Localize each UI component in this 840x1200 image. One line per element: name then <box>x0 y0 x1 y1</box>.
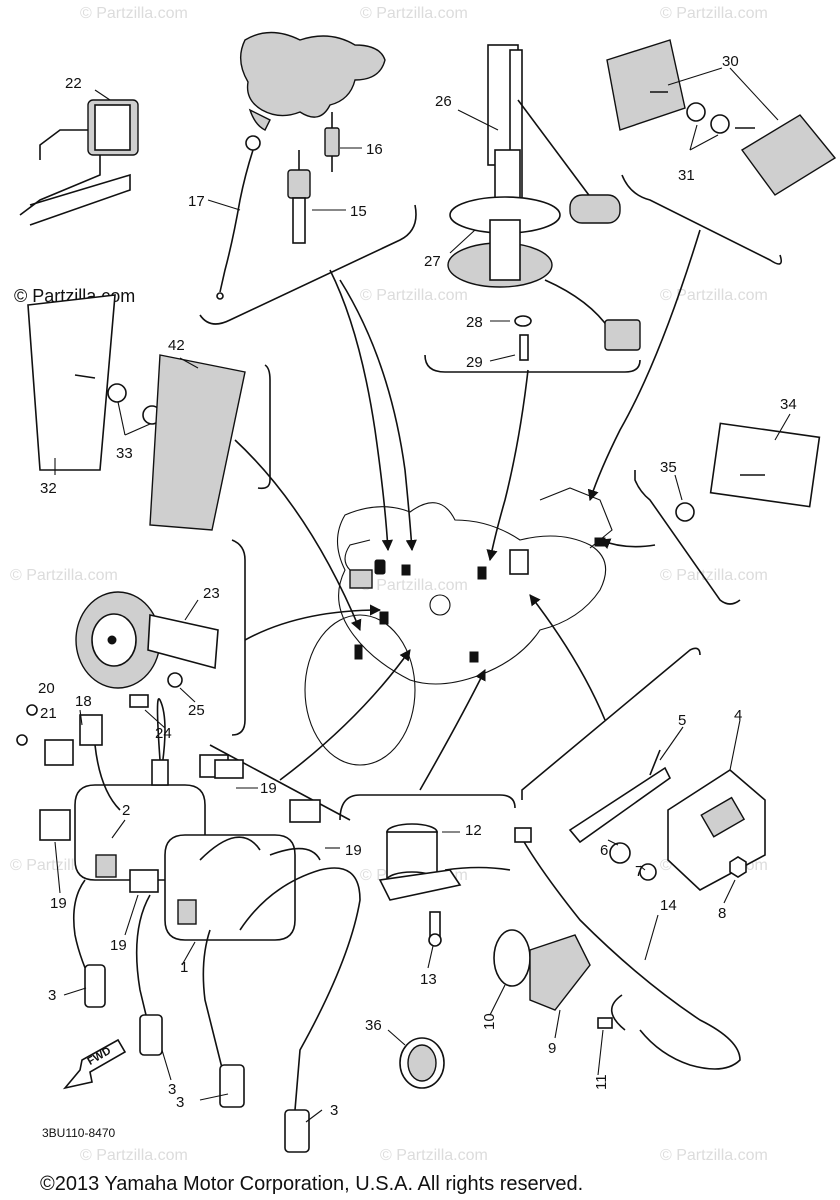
callout-3: 3 <box>330 1102 338 1119</box>
watermark: © Partzilla.com <box>10 567 118 584</box>
callout-30: 30 <box>722 53 739 70</box>
motorcycle-outline <box>304 487 613 766</box>
clamp-part <box>399 1037 445 1089</box>
callout-12: 12 <box>465 822 482 839</box>
watermark: © Partzilla.com <box>360 5 468 22</box>
leader-arrows <box>234 229 701 791</box>
callout-20: 20 <box>38 680 55 697</box>
watermark: © Partzilla.com <box>380 1147 488 1164</box>
ignition-coil-assembly <box>16 697 321 941</box>
callout-16: 16 <box>366 141 383 158</box>
callout-15: 15 <box>350 203 367 220</box>
watermark: © Partzilla.com <box>80 1147 188 1164</box>
callout-34: 34 <box>780 396 797 413</box>
callout-6: 6 <box>600 842 608 859</box>
callout-25: 25 <box>188 702 205 719</box>
watermark: © Partzilla.com <box>660 5 768 22</box>
callout-32: 32 <box>40 480 57 497</box>
bracket-side-reflectors <box>257 364 271 490</box>
watermark-layer: © Partzilla.com © Partzilla.com © Partzi… <box>10 5 768 1164</box>
callout-3: 3 <box>168 1081 176 1098</box>
bracket-reflectors-rear <box>621 174 783 265</box>
callout-31: 31 <box>678 167 695 184</box>
bracket-top-left <box>199 204 417 325</box>
watermark: © Partzilla.com <box>660 287 768 304</box>
watermark: © Partzilla.com <box>660 1147 768 1164</box>
spark-plug-caps <box>72 867 361 1153</box>
neutral-switch <box>378 823 511 947</box>
side-reflector-set <box>27 294 246 531</box>
callout-13: 13 <box>420 971 437 988</box>
callout-3: 3 <box>176 1094 184 1111</box>
handlebar-switch-assembly <box>216 31 386 300</box>
bracket-switch <box>339 794 516 821</box>
callout-18: 18 <box>75 693 92 710</box>
callout-26: 26 <box>435 93 452 110</box>
callout-17: 17 <box>188 193 205 210</box>
bracket-fuel-gauge <box>424 354 641 373</box>
callout-2: 2 <box>122 802 130 819</box>
callout-19: 19 <box>345 842 362 859</box>
callout-3: 3 <box>48 987 56 1004</box>
callout-numbers: 1 2 3 3 3 3 4 5 6 7 8 9 10 11 12 13 14 1… <box>38 53 797 1119</box>
watermark: © Partzilla.com <box>360 577 468 594</box>
cdi-unit <box>568 749 766 891</box>
callout-4: 4 <box>734 707 742 724</box>
callout-19: 19 <box>260 780 277 797</box>
callout-1: 1 <box>180 959 188 976</box>
callout-27: 27 <box>424 253 441 270</box>
callout-42: 42 <box>168 337 185 354</box>
callout-14: 14 <box>660 897 677 914</box>
callout-9: 9 <box>548 1040 556 1057</box>
callout-8: 8 <box>718 905 726 922</box>
speed-sensor-assembly <box>493 827 741 1070</box>
callout-23: 23 <box>203 585 220 602</box>
callout-22: 22 <box>65 75 82 92</box>
forward-arrow: FWD <box>62 1038 127 1090</box>
callout-5: 5 <box>678 712 686 729</box>
callout-29: 29 <box>466 354 483 371</box>
callout-7: 7 <box>635 863 643 880</box>
callout-11: 11 <box>593 1074 610 1090</box>
callout-10: 10 <box>481 1013 498 1030</box>
callout-24: 24 <box>155 725 172 742</box>
relay-part <box>19 89 139 226</box>
watermark: © Partzilla.com <box>80 5 188 22</box>
horn-part <box>75 591 219 708</box>
watermark: © Partzilla.com <box>360 287 468 304</box>
fuel-gauge-assembly <box>447 44 641 361</box>
copyright-notice: ©2013 Yamaha Motor Corporation, U.S.A. A… <box>40 1173 583 1195</box>
callout-35: 35 <box>660 459 677 476</box>
callout-28: 28 <box>466 314 483 331</box>
callout-19: 19 <box>110 937 127 954</box>
tail-light-set <box>675 422 821 522</box>
callout-19: 19 <box>50 895 67 912</box>
watermark: © Partzilla.com <box>660 567 768 584</box>
bracket-tail <box>634 470 741 605</box>
callout-21: 21 <box>40 705 57 722</box>
rear-reflector-set <box>606 39 837 196</box>
diagram-code: 3BU110-8470 <box>42 1126 115 1140</box>
callout-36: 36 <box>365 1017 382 1034</box>
callout-33: 33 <box>116 445 133 462</box>
bracket-cdi <box>521 647 701 800</box>
bracket-horn <box>231 539 246 736</box>
bracket-coils <box>209 744 351 821</box>
